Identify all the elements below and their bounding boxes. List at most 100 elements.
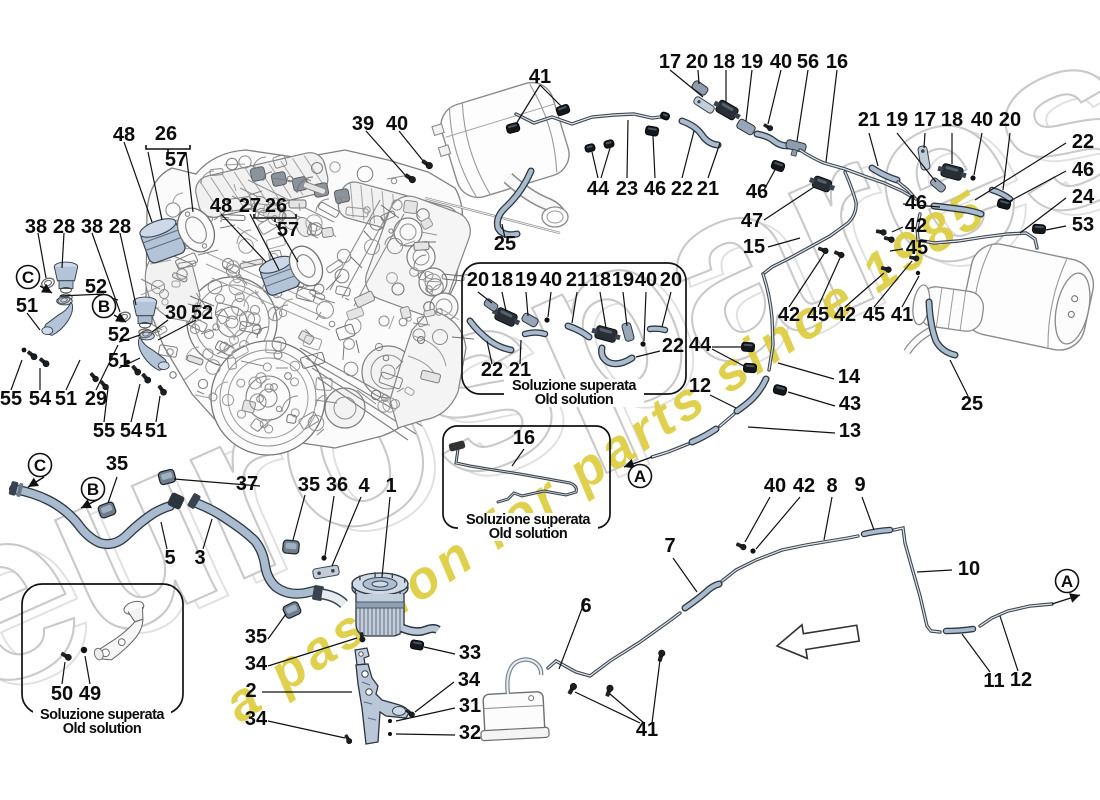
svg-text:45: 45 [863,304,885,326]
svg-text:12: 12 [1010,669,1032,691]
svg-text:46: 46 [1072,159,1094,181]
svg-text:51: 51 [55,388,77,410]
svg-text:48: 48 [113,124,135,146]
svg-text:B: B [87,480,99,499]
svg-text:51: 51 [145,420,167,442]
svg-text:16: 16 [826,51,848,73]
svg-text:Old solution: Old solution [535,392,614,408]
svg-text:55: 55 [93,420,115,442]
svg-text:12: 12 [689,375,711,397]
svg-text:7: 7 [664,535,675,557]
svg-text:15: 15 [743,236,765,258]
svg-text:52: 52 [191,302,213,324]
svg-text:3: 3 [194,547,205,569]
svg-text:14: 14 [838,366,861,388]
svg-text:C: C [34,456,46,475]
svg-text:26: 26 [265,195,287,217]
svg-text:10: 10 [958,558,980,580]
svg-text:22: 22 [662,335,684,357]
svg-text:47: 47 [741,210,763,232]
svg-text:24: 24 [1072,186,1095,208]
svg-text:28: 28 [109,216,131,238]
svg-text:27: 27 [239,195,261,217]
svg-text:17: 17 [914,109,936,131]
svg-text:Old solution: Old solution [489,526,568,542]
svg-text:46: 46 [905,192,927,214]
svg-text:41: 41 [636,719,658,741]
svg-text:18: 18 [491,269,513,291]
svg-text:48: 48 [210,195,232,217]
svg-text:Soluzione superata: Soluzione superata [466,512,591,528]
svg-text:19: 19 [741,51,763,73]
svg-text:46: 46 [644,178,666,200]
svg-text:18: 18 [941,109,963,131]
svg-text:40: 40 [635,269,657,291]
svg-text:18: 18 [713,51,735,73]
svg-text:42: 42 [778,304,800,326]
svg-text:20: 20 [999,109,1021,131]
svg-text:44: 44 [689,334,712,356]
svg-text:45: 45 [807,304,829,326]
svg-text:36: 36 [326,474,348,496]
svg-text:44: 44 [587,178,610,200]
svg-text:41: 41 [891,304,913,326]
svg-text:39: 39 [352,113,374,135]
svg-text:42: 42 [793,475,815,497]
svg-text:Soluzione superata: Soluzione superata [40,707,165,723]
svg-text:8: 8 [826,475,837,497]
svg-text:1: 1 [385,475,396,497]
svg-text:20: 20 [686,51,708,73]
svg-text:6: 6 [580,595,591,617]
svg-text:26: 26 [155,123,177,145]
svg-text:4: 4 [358,475,370,497]
svg-text:A: A [1061,572,1073,591]
svg-text:21: 21 [858,109,880,131]
svg-text:54: 54 [120,420,143,442]
svg-text:25: 25 [961,393,983,415]
svg-text:57: 57 [277,219,299,241]
svg-text:2: 2 [245,680,256,702]
svg-text:34: 34 [245,653,268,675]
svg-text:22: 22 [481,359,503,381]
svg-text:38: 38 [25,216,47,238]
svg-text:49: 49 [79,683,101,705]
svg-text:35: 35 [245,626,267,648]
svg-text:21: 21 [566,269,588,291]
svg-text:41: 41 [529,66,551,88]
svg-text:13: 13 [839,420,861,442]
svg-text:20: 20 [660,269,682,291]
svg-text:40: 40 [386,113,408,135]
svg-text:5: 5 [164,547,175,569]
svg-text:55: 55 [0,388,22,410]
svg-text:33: 33 [459,642,481,664]
svg-text:16: 16 [513,427,535,449]
svg-text:42: 42 [834,304,856,326]
svg-text:C: C [22,268,34,287]
svg-text:32: 32 [459,722,481,744]
svg-text:35: 35 [298,474,320,496]
svg-text:40: 40 [971,109,993,131]
svg-text:21: 21 [509,359,531,381]
svg-text:43: 43 [839,393,861,415]
svg-text:28: 28 [53,216,75,238]
svg-text:53: 53 [1072,214,1094,236]
svg-text:37: 37 [236,473,258,495]
svg-text:22: 22 [1072,131,1094,153]
svg-text:52: 52 [85,276,107,298]
svg-text:54: 54 [29,388,52,410]
svg-text:38: 38 [81,216,103,238]
svg-text:11: 11 [983,670,1004,692]
svg-text:21: 21 [697,178,719,200]
svg-text:18: 18 [589,269,611,291]
svg-text:19: 19 [515,269,537,291]
svg-text:57: 57 [165,149,187,171]
svg-text:52: 52 [108,324,130,346]
svg-text:22: 22 [671,178,693,200]
svg-text:34: 34 [245,708,268,730]
svg-text:25: 25 [494,233,516,255]
svg-text:31: 31 [459,695,481,717]
svg-text:Soluzione superata: Soluzione superata [512,378,637,394]
svg-text:56: 56 [797,51,819,73]
svg-text:35: 35 [106,453,128,475]
svg-text:29: 29 [85,388,107,410]
